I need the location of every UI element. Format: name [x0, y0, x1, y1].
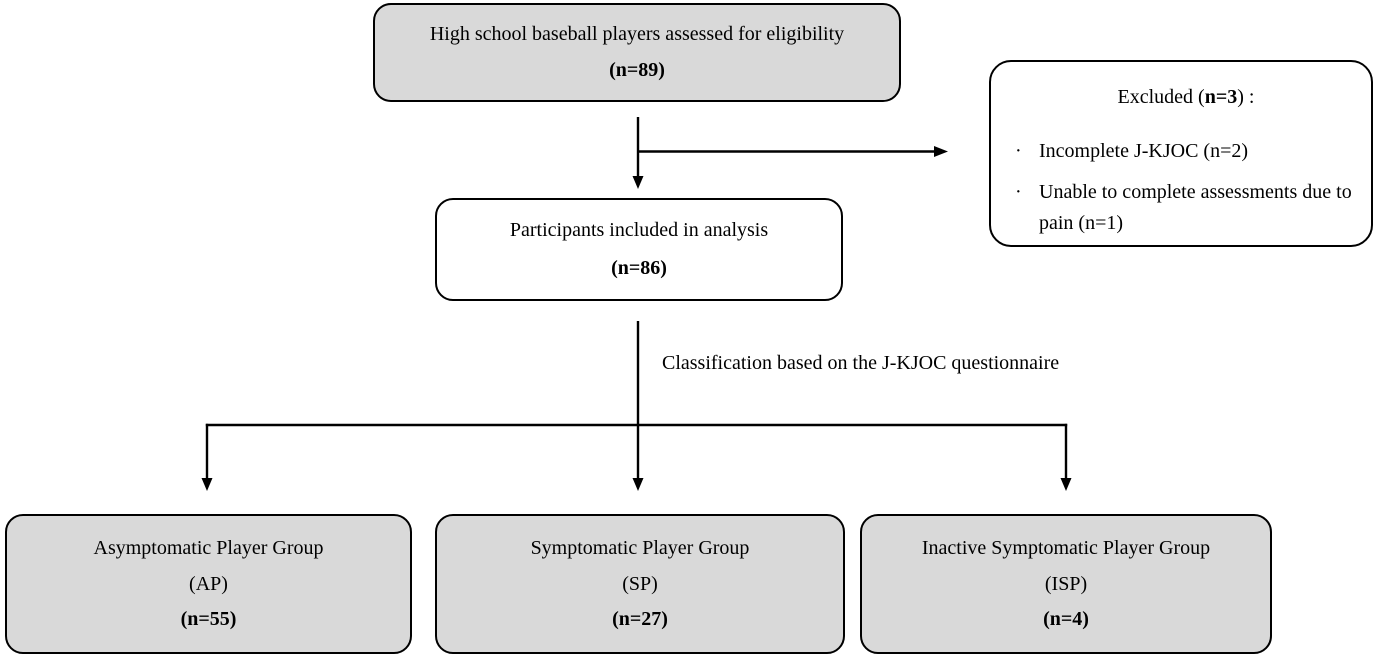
eligibility-box: High school baseball players assessed fo… [373, 3, 901, 102]
excluded-bullet-item: · Incomplete J-KJOC (n=2) [1015, 136, 1357, 167]
ap-group-box: Asymptomatic Player Group (AP) (n=55) [5, 514, 412, 654]
excluded-title: Excluded (n=3) : [1015, 82, 1357, 112]
excluded-title-prefix: Excluded ( [1117, 86, 1205, 108]
group-count: (n=27) [612, 607, 668, 630]
classification-label: Classification based on the J-KJOC quest… [662, 352, 1060, 374]
isp-group-box: Inactive Symptomatic Player Group (ISP) … [860, 514, 1272, 654]
excluded-bullet-item: · Unable to complete assessments due to … [1015, 177, 1357, 239]
excluded-title-n: n=3 [1204, 86, 1238, 108]
excluded-bullet-text: Incomplete J-KJOC (n=2) [1039, 140, 1249, 162]
included-text: Participants included in analysis [509, 219, 769, 242]
included-box: Participants included in analysis (n=86) [435, 198, 843, 301]
eligibility-text: High school baseball players assessed fo… [429, 23, 845, 45]
bullet-dot-icon: · [1015, 140, 1022, 162]
excluded-bullet-text: Unable to complete assessments due to pa… [1039, 181, 1352, 234]
group-abbr: (SP) [622, 572, 658, 595]
isp-arrowhead-icon [1060, 478, 1072, 491]
bullet-dot-icon: · [1015, 181, 1022, 203]
excluded-arrowhead-icon [934, 146, 948, 157]
eligibility-count: (n=89) [609, 59, 665, 81]
group-title: Symptomatic Player Group [530, 537, 750, 560]
sp-group-box: Symptomatic Player Group (SP) (n=27) [435, 514, 845, 654]
included-arrowhead-icon [632, 176, 644, 189]
group-title: Inactive Symptomatic Player Group [921, 537, 1211, 560]
group-count: (n=55) [180, 607, 237, 630]
group-title: Asymptomatic Player Group [93, 537, 324, 560]
included-count: (n=86) [611, 256, 667, 279]
excluded-title-suffix: ) : [1237, 86, 1255, 108]
group-count: (n=4) [1043, 607, 1089, 630]
group-abbr: (ISP) [1044, 572, 1088, 595]
ap-arrowhead-icon [201, 478, 213, 491]
sp-arrowhead-icon [632, 478, 644, 491]
excluded-box: Excluded (n=3) : · Incomplete J-KJOC (n=… [989, 60, 1373, 247]
group-abbr: (AP) [189, 572, 228, 595]
